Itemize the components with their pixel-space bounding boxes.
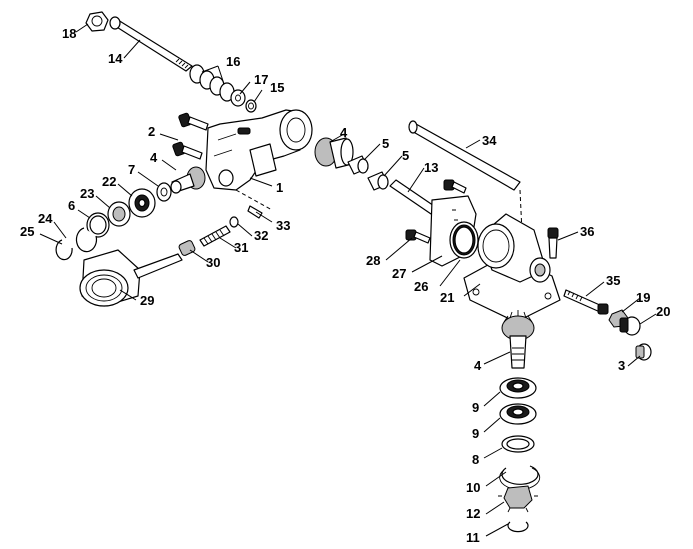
gear-housing-21 [463, 213, 561, 323]
callout-34: 34 [482, 133, 497, 148]
circlip-10 [499, 465, 541, 490]
callout-27: 27 [392, 266, 406, 281]
callout-30: 30 [206, 255, 220, 270]
callout-4-bottom: 4 [474, 358, 482, 373]
bearing-7 [156, 182, 172, 202]
screw-upper-bracket [443, 179, 467, 194]
callout-4-center: 4 [340, 125, 348, 140]
housing-1 [205, 109, 313, 191]
clip-11 [507, 521, 529, 533]
callout-6: 6 [68, 198, 75, 213]
plug-3 [635, 343, 652, 361]
circlip-25 [55, 239, 73, 261]
knob-30 [178, 240, 196, 256]
ring-32 [229, 216, 239, 228]
screw-2-upper [178, 112, 209, 131]
washer-17 [230, 89, 246, 107]
screw-36 [547, 227, 559, 259]
callout-20: 20 [656, 304, 670, 319]
callout-25: 25 [20, 224, 34, 239]
callout-28: 28 [366, 253, 380, 268]
callout-17: 17 [254, 72, 268, 87]
spacer-5-upper [347, 155, 369, 175]
callout-29: 29 [140, 293, 154, 308]
callout-1: 1 [276, 180, 283, 195]
nut-12 [498, 485, 538, 513]
callout-3: 3 [618, 358, 625, 373]
ring-6 [86, 212, 110, 238]
nut-18 [85, 11, 109, 32]
callout-36: 36 [580, 224, 594, 239]
tube-34 [408, 120, 521, 191]
callout-19: 19 [636, 290, 650, 305]
leader-lines [39, 23, 657, 537]
callout-10: 10 [466, 480, 480, 495]
pin-33 [247, 205, 263, 219]
callout-23: 23 [80, 186, 94, 201]
callout-21: 21 [440, 290, 454, 305]
callout-35: 35 [606, 273, 620, 288]
screw-28 [405, 229, 431, 244]
gear-pinion-4-left [170, 166, 206, 194]
callout-18: 18 [62, 26, 76, 41]
bevel-gear-4-bottom [501, 310, 535, 369]
callout-11: 11 [466, 530, 480, 545]
callout-5-lower: 5 [402, 148, 409, 163]
callout-33: 33 [276, 218, 290, 233]
bevel-gear-4-center [314, 137, 354, 169]
callout-9-lower: 9 [472, 426, 479, 441]
screw-2-lower [172, 141, 203, 160]
callout-26: 26 [414, 279, 428, 294]
callout-14: 14 [108, 51, 123, 66]
callout-31: 31 [234, 240, 248, 255]
bearing-23 [107, 201, 131, 227]
callout-7: 7 [128, 162, 135, 177]
callout-32: 32 [254, 228, 268, 243]
callout-12: 12 [466, 506, 480, 521]
o-ring-15 [245, 99, 257, 113]
callout-22: 22 [102, 174, 116, 189]
bearing-9-lower [499, 403, 537, 425]
washer-8 [501, 435, 535, 453]
circlip-24 [75, 227, 98, 253]
spring-31 [199, 225, 231, 247]
throttle-handle-29 [79, 249, 183, 307]
plug-20 [619, 316, 641, 336]
callout-24: 24 [38, 211, 53, 226]
callout-8: 8 [472, 452, 479, 467]
shaft-14 [109, 16, 193, 72]
screw-35 [563, 289, 609, 315]
bearing-22 [128, 188, 156, 218]
callout-15: 15 [270, 80, 284, 95]
bearing-9-upper [499, 377, 537, 399]
callout-4-left: 4 [150, 150, 158, 165]
callout-16: 16 [226, 54, 240, 69]
callout-9-upper: 9 [472, 400, 479, 415]
spacer-5-lower [367, 171, 389, 191]
guide-line-housing [235, 189, 273, 211]
washers-16 [189, 64, 235, 102]
o-ring-26 [449, 221, 479, 259]
callout-5-upper: 5 [382, 136, 389, 151]
callout-2: 2 [148, 124, 155, 139]
callout-13: 13 [424, 160, 438, 175]
